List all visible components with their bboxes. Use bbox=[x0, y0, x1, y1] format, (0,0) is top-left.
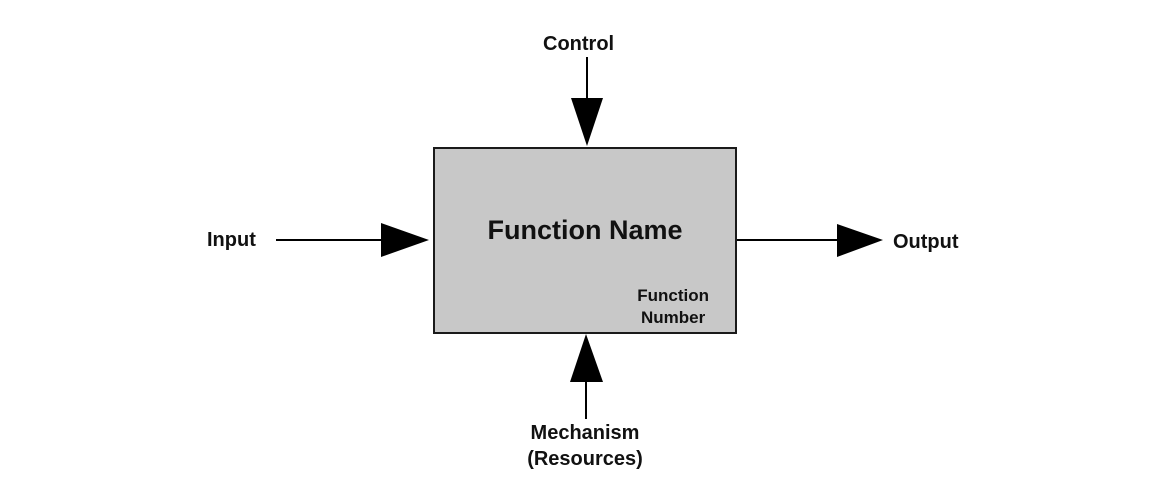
mechanism-label-line2: (Resources) bbox=[527, 448, 643, 470]
output-label: Output bbox=[893, 231, 959, 253]
control-arrow bbox=[571, 57, 603, 146]
output-arrow bbox=[735, 224, 883, 257]
function-box: Function Name Function Number bbox=[433, 147, 737, 334]
mechanism-arrow bbox=[570, 334, 603, 419]
function-name: Function Name bbox=[487, 215, 683, 245]
input-label: Input bbox=[207, 229, 256, 251]
function-number: Function Number bbox=[637, 285, 709, 329]
input-arrow bbox=[276, 223, 429, 257]
function-number-line1: Function bbox=[637, 286, 709, 305]
mechanism-label: Mechanism (Resources) bbox=[500, 420, 670, 472]
control-label: Control bbox=[543, 33, 615, 55]
mechanism-label-line1: Mechanism bbox=[530, 422, 640, 444]
function-number-line2: Number bbox=[641, 308, 706, 328]
